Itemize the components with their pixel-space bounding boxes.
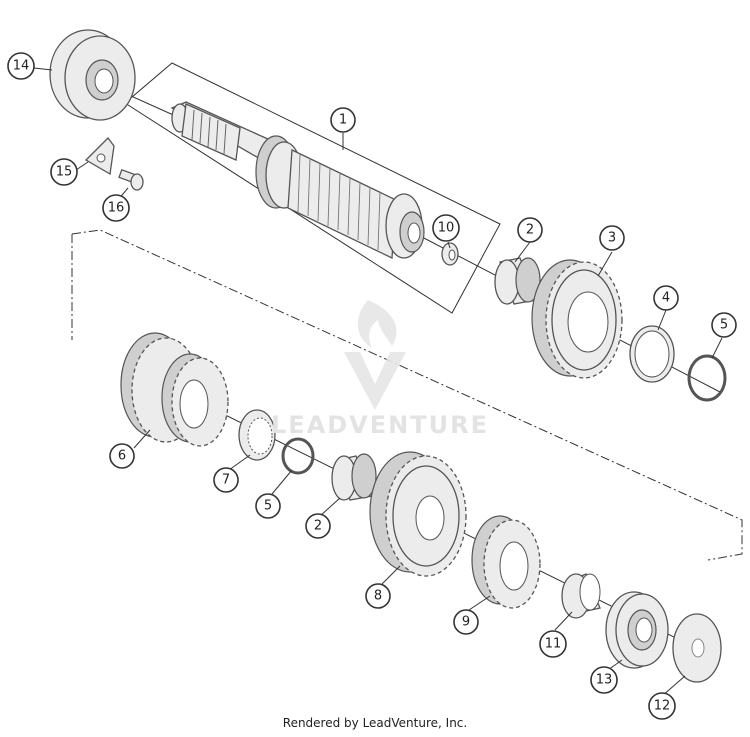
callout-label: 14	[13, 59, 30, 74]
flame-v-logo-icon	[344, 300, 406, 410]
callout-10: 10	[432, 214, 460, 242]
callout-label: 3	[608, 231, 616, 246]
callout-6: 6	[109, 443, 135, 469]
gear-assembly-frame	[71, 229, 743, 561]
part-5-circlip-lower	[281, 437, 315, 475]
callout-label: 9	[462, 615, 470, 630]
part-7-spline-washer	[238, 409, 276, 461]
callout-label: 12	[654, 699, 671, 714]
callout-13: 13	[590, 666, 618, 694]
part-8-gear	[369, 451, 467, 577]
footer-credit: Rendered by LeadVenture, Inc.	[282, 716, 468, 730]
part-13-bearing	[605, 591, 669, 669]
callout-label: 10	[438, 221, 455, 236]
callout-15: 15	[50, 158, 78, 186]
callout-label: 5	[264, 499, 272, 514]
callout-label: 2	[526, 223, 534, 238]
callout-14: 14	[7, 52, 35, 80]
callout-2-top: 2	[517, 217, 543, 243]
callout-label: 2	[314, 519, 322, 534]
part-15-lock-plate	[84, 137, 115, 176]
part-5-circlip-right	[687, 354, 727, 402]
part-14-bearing	[49, 29, 136, 121]
callout-label: 11	[545, 637, 562, 652]
leader-lines	[33, 67, 723, 697]
part-1-main-shaft	[170, 101, 425, 260]
callout-12: 12	[648, 692, 676, 720]
callout-9: 9	[453, 609, 479, 635]
callout-4: 4	[653, 285, 679, 311]
callout-label: 15	[56, 165, 73, 180]
part-12-shim	[672, 613, 722, 683]
shaft-assembly-frame	[124, 62, 501, 314]
part-2-sleeve-top	[494, 257, 541, 305]
callout-5-right: 5	[711, 312, 737, 338]
callout-7: 7	[213, 467, 239, 493]
callout-label: 7	[222, 473, 230, 488]
callout-label: 5	[720, 318, 728, 333]
callout-label: 4	[662, 291, 670, 306]
part-11-bushing	[561, 573, 601, 619]
part-2-sleeve-lower	[331, 453, 377, 501]
part-10-bushing	[441, 242, 459, 266]
part-6-double-gear	[120, 332, 229, 447]
callout-3: 3	[599, 225, 625, 251]
part-9-gear	[471, 515, 541, 609]
callout-label: 1	[339, 113, 347, 128]
callout-label: 16	[108, 201, 125, 216]
watermark-text: LEADVENTURE	[271, 411, 489, 439]
callout-5-lower: 5	[255, 493, 281, 519]
callout-label: 6	[118, 449, 126, 464]
callout-11: 11	[539, 630, 567, 658]
callout-label: 13	[596, 673, 613, 688]
callout-label: 8	[374, 589, 382, 604]
part-4-washer	[629, 325, 675, 383]
callout-1: 1	[330, 107, 356, 133]
part-3-gear	[531, 259, 623, 379]
callout-16: 16	[102, 194, 130, 222]
callout-8: 8	[365, 583, 391, 609]
part-16-screw	[118, 169, 144, 191]
callout-2-lower: 2	[305, 513, 331, 539]
